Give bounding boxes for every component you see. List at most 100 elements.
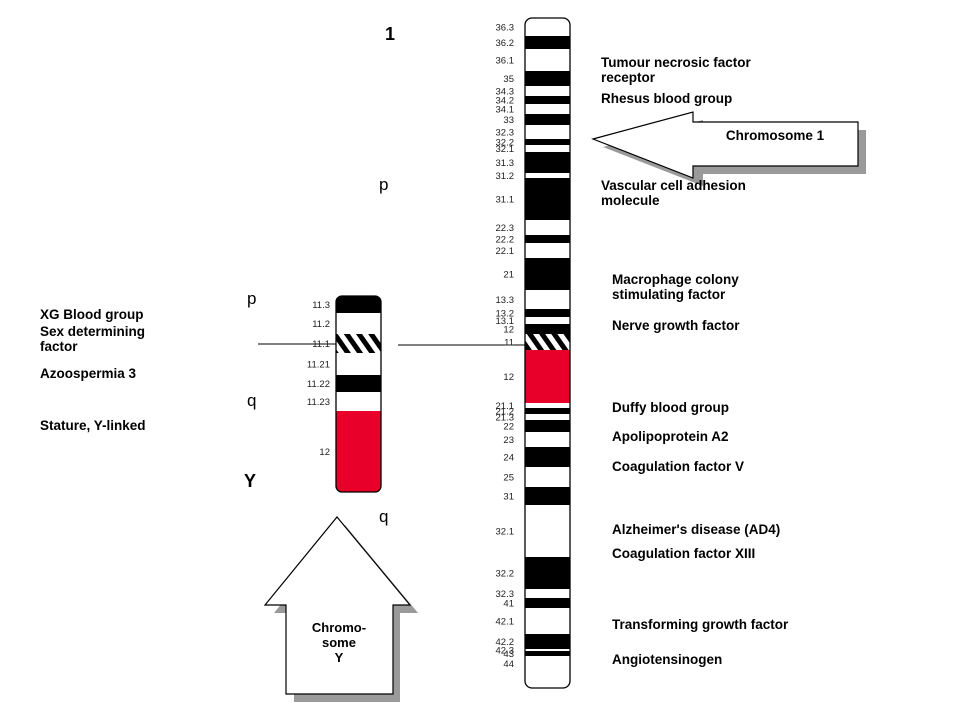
- chry-band-label: 11.21: [307, 360, 330, 371]
- chromosome-y-arm-q: q: [247, 391, 257, 410]
- chr1-band-label: 21.2: [496, 407, 515, 418]
- chromosome-1: [524, 17, 571, 689]
- chry-band-11-23: [336, 392, 381, 411]
- chr1-band-label: 31.2: [496, 171, 515, 182]
- chry-band-11-21: [336, 353, 381, 375]
- chr1-band-label: 36.1: [496, 56, 515, 67]
- chr1-band-22-2: [525, 235, 570, 243]
- chr1-band-31: [525, 487, 570, 505]
- gene-label-xg-blood: XG Blood group: [40, 307, 144, 322]
- chr1-band-32-3: [525, 589, 570, 598]
- chry-band-label: 11.3: [312, 300, 330, 311]
- chr1-band-31-3: [525, 152, 570, 173]
- chr1-band-label: 32.3: [496, 589, 515, 600]
- chr1-outline: [524, 17, 571, 689]
- gene-label-sry: Sex determining factor: [40, 324, 146, 354]
- chr1-band-31-1: [525, 178, 570, 220]
- chr1-band-label: 44: [503, 659, 514, 670]
- gene-label-vcam: Vascular cell adhesion molecule: [601, 178, 746, 208]
- chromosome-1-number: 1: [385, 24, 396, 44]
- chromosome-y: [335, 295, 382, 493]
- chr1-band-22-3: [525, 220, 570, 235]
- chr1-band-23: [525, 432, 570, 447]
- gene-label-factor-xiii: Coagulation factor XIII: [612, 546, 756, 561]
- chromosome-1-band-labels: 36.336.236.13534.334.234.13332.332.232.1…: [496, 23, 515, 671]
- chr1-band-21-2: [525, 408, 570, 414]
- chr1-band-label: 12: [503, 372, 514, 383]
- chromosome-y-arrow: [263, 516, 418, 702]
- chry-band-12: [336, 411, 381, 492]
- chry-band-11-3: [336, 296, 381, 313]
- chr1-band-13-3: [525, 290, 570, 309]
- gene-label-azoospermia: Azoospermia 3: [40, 366, 137, 381]
- chromosome-1-arrow-label: Chromosome 1: [725, 128, 825, 143]
- chr1-band-label: 34.2: [496, 96, 515, 107]
- chry-band-11-2: [336, 313, 381, 334]
- chr1-band-label: 21: [503, 270, 514, 281]
- chr1-band-21-3: [525, 414, 570, 420]
- chr1-band-21-1: [525, 403, 570, 408]
- chr1-band-label: 21.3: [496, 413, 515, 424]
- chr1-band-label: 23: [503, 435, 514, 446]
- chr1-band-41: [525, 598, 570, 608]
- chr1-band-label: 12: [503, 325, 514, 336]
- chr1-band-34-1: [525, 104, 570, 114]
- chr1-band-label: 25: [503, 473, 514, 484]
- chr1-band-label: 22.2: [496, 235, 515, 246]
- gene-label-macrophage-csf: Macrophage colony stimulating factor: [612, 272, 739, 302]
- chr1-band-42-1: [525, 608, 570, 634]
- chr1-band-13-1: [525, 317, 570, 324]
- chr1-band-11: [525, 334, 570, 350]
- chr1-band-34-3: [525, 86, 570, 96]
- chr1-band-label: 42.3: [496, 646, 515, 657]
- chr1-band-label: 32.2: [496, 138, 515, 149]
- gene-label-apoa2: Apolipoprotein A2: [612, 429, 729, 444]
- chr1-band-42-2: [525, 634, 570, 649]
- chry-band-11-1: [336, 334, 381, 353]
- chr1-band-label: 43: [503, 649, 514, 660]
- gene-label-tgf: Transforming growth factor: [612, 617, 789, 632]
- chry-band-label: 11.1: [312, 339, 330, 350]
- chr1-band-label: 42.1: [496, 617, 515, 628]
- chr1-band-label: 34.1: [496, 105, 515, 116]
- chr1-band-22: [525, 420, 570, 432]
- gene-label-ngf: Nerve growth factor: [612, 318, 740, 333]
- chr1-band-22-1: [525, 243, 570, 258]
- chr1-band-32-2: [525, 557, 570, 589]
- chr1-band-label: 33: [503, 115, 514, 126]
- gene-label-angiotensinogen: Angiotensinogen: [612, 652, 723, 667]
- chr1-band-label: 13.3: [496, 295, 515, 306]
- chry-band-label: 11.23: [307, 397, 330, 408]
- chr1-band-12: [525, 350, 570, 403]
- gene-label-rhesus: Rhesus blood group: [601, 91, 733, 106]
- chr1-band-label: 13.1: [496, 316, 515, 327]
- chr1-band-label: 32.1: [496, 527, 515, 538]
- chr1-band-label: 31.1: [496, 195, 515, 206]
- chr1-band-label: 34.3: [496, 87, 515, 98]
- chr1-band-34-2: [525, 96, 570, 104]
- chr1-band-label: 35: [503, 74, 514, 85]
- chr1-band-43: [525, 651, 570, 656]
- chromosome-y-arm-p: p: [247, 289, 257, 308]
- chr1-band-36-2: [525, 36, 570, 49]
- chr1-band-label: 36.3: [496, 23, 515, 34]
- chr1-band-label: 13.2: [496, 309, 515, 320]
- gene-label-factor-v: Coagulation factor V: [612, 459, 745, 474]
- chr1-band-label: 32.1: [496, 144, 515, 155]
- chr1-band-label: 22: [503, 422, 514, 433]
- chr1-band-33: [525, 114, 570, 125]
- chr1-band-label: 24: [503, 453, 514, 464]
- chr1-band-12: [525, 324, 570, 334]
- chr1-band-35: [525, 71, 570, 86]
- chr1-band-24: [525, 447, 570, 467]
- chromosome-1-arrow: [591, 111, 866, 186]
- chr1-band-32-1: [525, 505, 570, 557]
- chry-band-label: 11.22: [307, 379, 330, 390]
- chr1-band-32-2: [525, 139, 570, 145]
- chr1-band-label: 42.2: [496, 637, 515, 648]
- chromosome-y-name: Y: [244, 471, 257, 491]
- gene-label-duffy: Duffy blood group: [612, 400, 729, 415]
